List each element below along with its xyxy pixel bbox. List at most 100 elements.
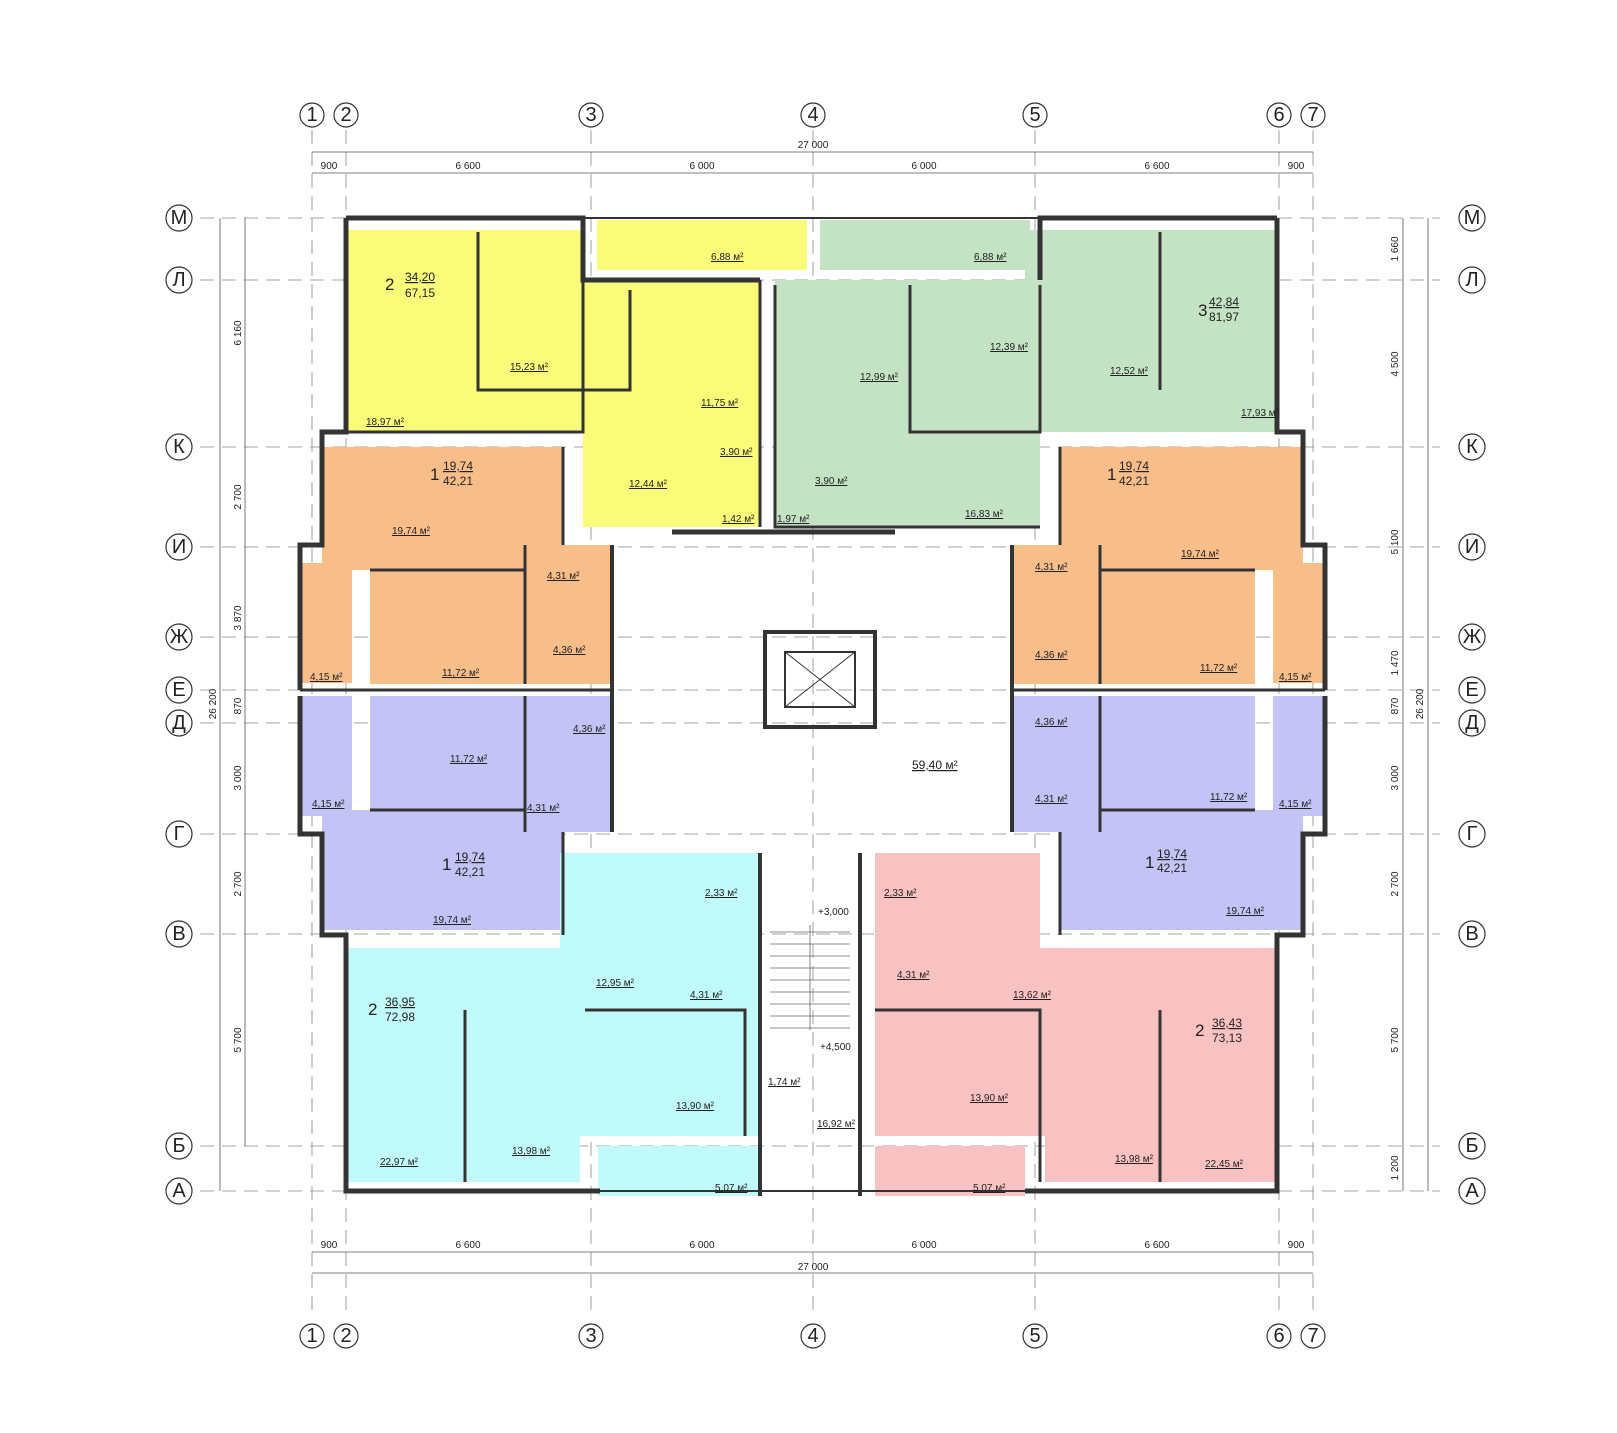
row-label: Ж: [170, 626, 189, 648]
apt-total-area: 42,21: [443, 474, 473, 488]
level-mark: +3,000: [818, 907, 849, 918]
room-area: 19,74 м²: [433, 915, 472, 926]
room-area: 5,07 м²: [973, 1183, 1006, 1194]
apt-total-area: 42,21: [455, 865, 485, 879]
room-area: 22,45 м²: [1205, 1159, 1244, 1170]
row-label: Е: [172, 679, 185, 701]
dim-bottom: 6 600: [455, 1240, 480, 1251]
room-area: 1,74 м²: [768, 1077, 801, 1088]
apt-living-area: 19,74: [443, 459, 473, 473]
apt-rooms: 3: [1198, 301, 1207, 320]
apt-total-area: 72,98: [385, 1010, 415, 1024]
room-area: 3,90 м²: [815, 476, 848, 487]
row-label: А: [172, 1180, 186, 1202]
level-markers: +3,000 +4,500: [818, 907, 851, 1053]
apt-living-area: 36,43: [1212, 1016, 1242, 1030]
dim-left: 5 700: [233, 1027, 244, 1052]
column-axis-markers: [299, 102, 1326, 1349]
row-label: Л: [172, 269, 185, 291]
column-axis-labels: 1 2 3 4 5 6 7 1 2 3 4 5 6 7: [306, 104, 1318, 1347]
room-area: 4,36 м²: [1035, 650, 1068, 661]
col-label: 6: [1273, 104, 1284, 126]
row-label: К: [1466, 436, 1478, 458]
row-label: М: [171, 207, 188, 229]
apt-rooms: 1: [1107, 465, 1116, 484]
apt-total-area: 67,15: [405, 286, 435, 300]
apartment-labels: 2 34,20 67,15 3 42,84 81,97 1 19,74 42,2…: [368, 270, 1242, 1045]
col-label: 7: [1307, 1325, 1318, 1347]
dim-total-width-top: 27 000: [798, 140, 829, 151]
row-label: Г: [174, 823, 185, 845]
dimension-lines: [219, 151, 1429, 1274]
room-area: 4,15 м²: [1279, 799, 1312, 810]
room-area: 11,72 м²: [450, 754, 488, 765]
room-area: 4,31 м²: [1035, 794, 1068, 805]
dim-bottom: 6 000: [689, 1240, 714, 1251]
dim-total-width-bottom: 27 000: [798, 1262, 829, 1273]
room-area: 12,99 м²: [860, 372, 899, 383]
dim-top: 6 600: [1144, 161, 1169, 172]
row-label: И: [1465, 536, 1479, 558]
dim-left: 3 000: [233, 765, 244, 790]
col-label: 6: [1273, 1325, 1284, 1347]
dim-left: 2 700: [233, 871, 244, 896]
room-area: 13,90 м²: [676, 1101, 715, 1112]
col-label: 1: [306, 104, 317, 126]
apt-rooms: 1: [442, 855, 451, 874]
room-area: 4,36 м²: [573, 724, 606, 735]
apt-rooms: 2: [368, 1000, 377, 1019]
dim-right: 1 200: [1390, 1155, 1401, 1180]
apt-total-area: 81,97: [1209, 310, 1239, 324]
col-label: 1: [306, 1325, 317, 1347]
room-area: 6,88 м²: [974, 252, 1007, 263]
room-area: 2,33 м²: [884, 888, 917, 899]
dim-right: 2 700: [1390, 871, 1401, 896]
room-area: 19,74 м²: [1181, 549, 1220, 560]
room-area: 4,31 м²: [547, 571, 580, 582]
dim-top: 6 000: [689, 161, 714, 172]
room-area: 11,72 м²: [442, 668, 480, 679]
walls: [297, 215, 1328, 1196]
dim-left: 3 870: [233, 605, 244, 630]
room-area: 4,36 м²: [553, 645, 586, 656]
room-area: 11,72 м²: [1200, 663, 1238, 674]
apt-rooms: 1: [430, 465, 439, 484]
col-label: 2: [340, 1325, 351, 1347]
room-area: 4,15 м²: [312, 799, 345, 810]
col-label: 3: [585, 104, 596, 126]
room-area: 4,31 м²: [690, 990, 723, 1001]
room-area: 5,07 м²: [715, 1183, 748, 1194]
dim-top: 6 600: [455, 161, 480, 172]
row-label: В: [1465, 923, 1478, 945]
row-label: И: [172, 536, 186, 558]
apt-rooms: 1: [1145, 853, 1154, 872]
room-area: 12,39 м²: [990, 342, 1029, 353]
dim-total-height-left: 26 200: [208, 688, 219, 719]
room-area: 1,42 м²: [722, 514, 755, 525]
col-label: 4: [807, 104, 818, 126]
room-area: 4,31 м²: [897, 970, 930, 981]
room-area: 12,44 м²: [629, 479, 668, 490]
row-label: К: [173, 436, 185, 458]
dim-total-height-right: 26 200: [1415, 688, 1426, 719]
room-area: 3,90 м²: [720, 447, 753, 458]
row-label: В: [172, 923, 185, 945]
room-area: 19,74 м²: [1226, 906, 1265, 917]
apt-living-area: 36,95: [385, 995, 415, 1009]
dim-left: 6 160: [233, 320, 244, 345]
room-area: 13,98 м²: [512, 1146, 551, 1157]
col-label: 2: [340, 104, 351, 126]
row-axis-markers: [165, 204, 1486, 1205]
dim-top: 900: [321, 161, 338, 172]
room-area: 11,75 м²: [701, 398, 739, 409]
room-area: 2,33 м²: [705, 888, 738, 899]
apt-rooms: 2: [1195, 1021, 1204, 1040]
dim-right: 4 500: [1390, 351, 1401, 376]
apartment-fills: [300, 220, 1325, 1196]
row-axis-labels: М Л К И Ж Е Д Г В Б А М Л К И Ж Е Д Г В …: [170, 207, 1482, 1202]
room-area: 16,83 м²: [965, 509, 1004, 520]
dim-right: 1 470: [1390, 650, 1401, 675]
dim-bottom: 6 000: [911, 1240, 936, 1251]
dim-bottom: 6 600: [1144, 1240, 1169, 1251]
hall-area: 59,40 м²: [912, 758, 958, 772]
